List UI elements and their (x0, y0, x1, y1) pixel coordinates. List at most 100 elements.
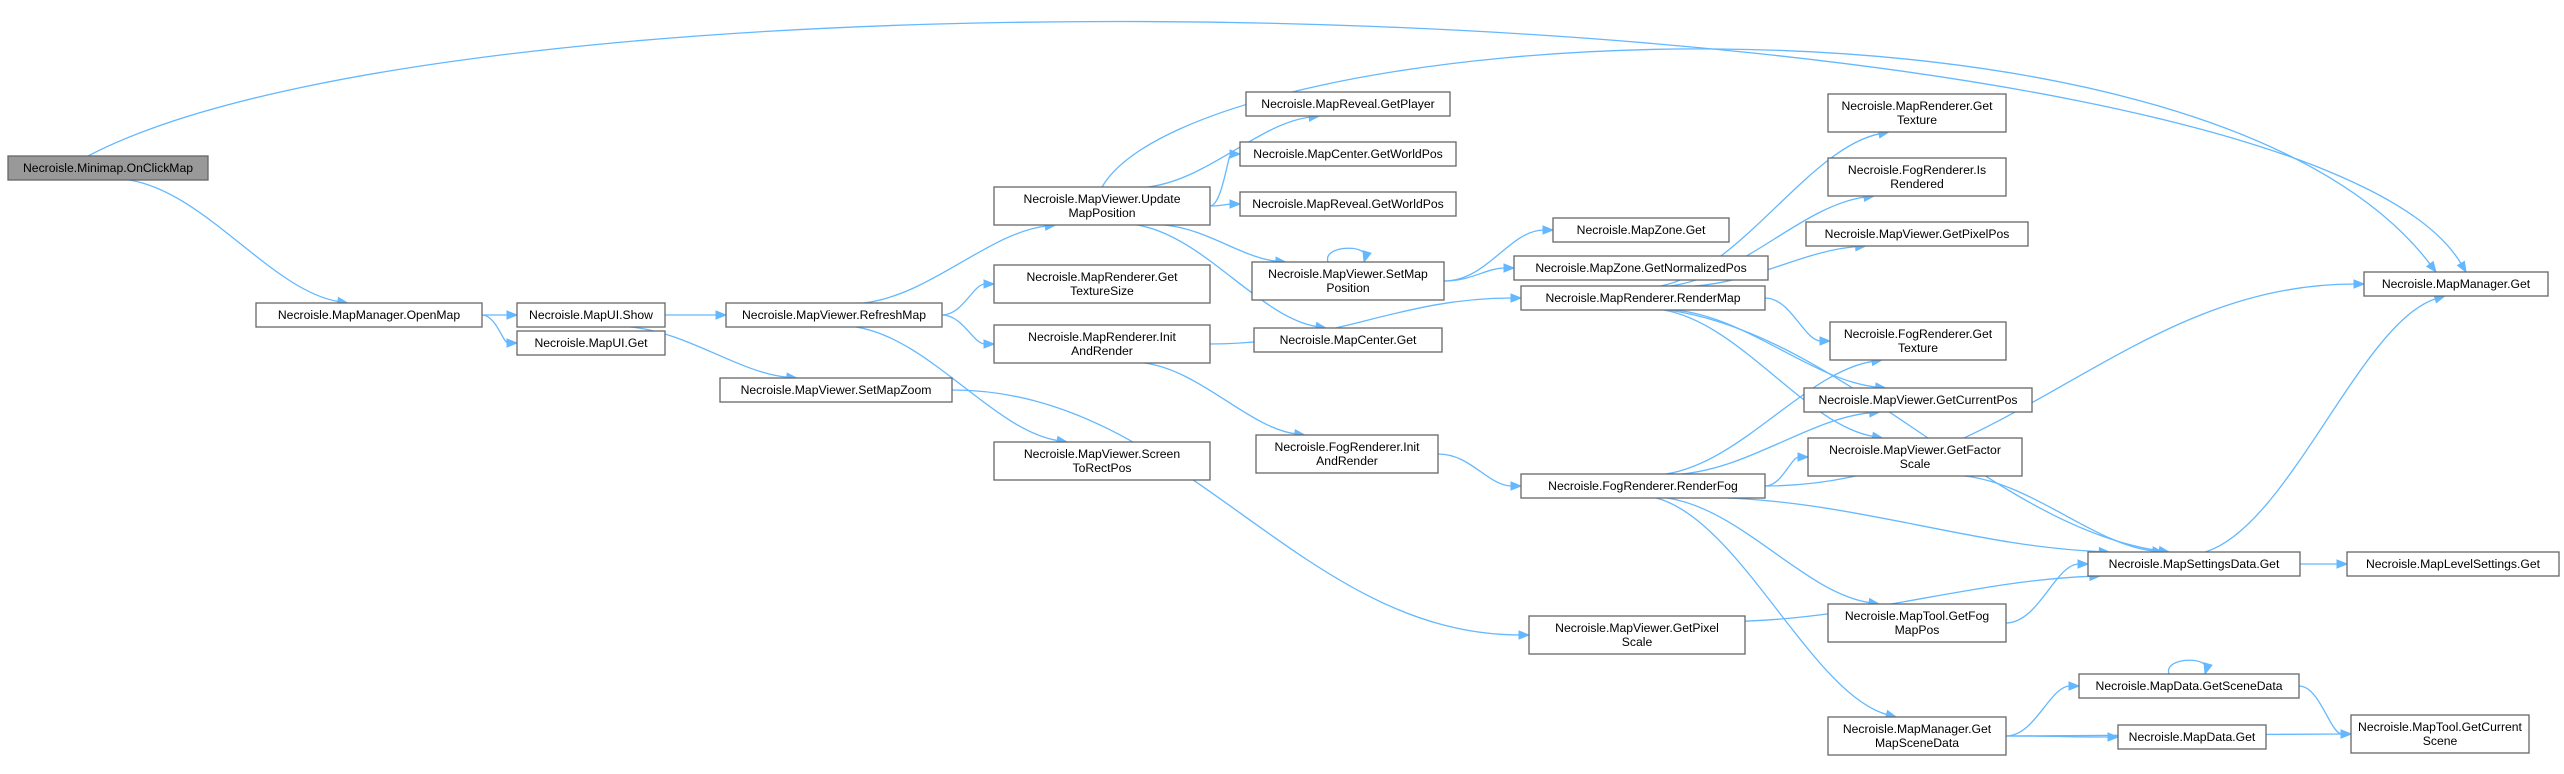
edge-line (1694, 245, 1857, 287)
edge-n19-to-n27 (1666, 497, 1881, 608)
node-necroisle-mapviewer-getcurrentpos[interactable]: Necroisle.MapViewer.GetCurrentPos (1803, 387, 2033, 413)
node-label: Necroisle.MapData.Get (2129, 730, 2256, 744)
edge-n4-to-n8 (941, 314, 996, 349)
node-box (2350, 714, 2530, 754)
edge-n1-to-n3 (481, 314, 519, 348)
node-label: Necroisle.Minimap.OnClickMap (23, 161, 193, 175)
edge-n30-to-n31 (2299, 559, 2349, 569)
edge-line (1727, 497, 2101, 553)
node-box (2346, 551, 2560, 577)
node-label: Necroisle.MapRenderer.Get (1026, 270, 1178, 284)
node-necroisle-mapdata-getscenedata[interactable]: Necroisle.MapData.GetSceneData (2078, 673, 2300, 699)
node-necroisle-mapzone-getnormalizedpos[interactable]: Necroisle.MapZone.GetNormalizedPos (1513, 255, 1769, 281)
node-necroisle-mapcenter-getworldpos[interactable]: Necroisle.MapCenter.GetWorldPos (1239, 141, 1457, 167)
edge-arrowhead (506, 338, 519, 348)
node-box (1528, 615, 1746, 655)
node-label: Necroisle.MapViewer.SetMapZoom (741, 383, 932, 397)
edge-line (129, 179, 339, 303)
node-label: Necroisle.MapLevelSettings.Get (2366, 557, 2541, 571)
node-necroisle-mapcenter-get[interactable]: Necroisle.MapCenter.Get (1253, 327, 1443, 353)
node-label: Rendered (1890, 177, 1944, 191)
edge-n32-to-n34 (2298, 685, 2353, 739)
node-label: Necroisle.MapRenderer.Get (1841, 99, 1993, 113)
node-label: Texture (1898, 341, 1938, 355)
edge-line (2005, 563, 2080, 624)
node-box (2363, 271, 2549, 297)
node-label: Necroisle.FogRenderer.RenderFog (1548, 479, 1738, 493)
node-label: AndRender (1316, 454, 1378, 468)
node-label: Necroisle.MapViewer.Update (1024, 192, 1181, 206)
edge-line (951, 389, 1521, 636)
edge-line (1667, 309, 2161, 552)
edge-arrowhead (2425, 260, 2437, 274)
edge-arrowhead (1362, 250, 1372, 264)
node-necroisle-mapdata-get[interactable]: Necroisle.MapData.Get (2117, 724, 2267, 750)
node-label: Necroisle.MapUI.Get (534, 336, 648, 350)
edge-line (1656, 497, 1888, 716)
edge-arrowhead (1542, 225, 1555, 235)
node-label: Necroisle.FogRenderer.Init (1275, 440, 1421, 454)
node-necroisle-maprenderer-rendermap[interactable]: Necroisle.MapRenderer.RenderMap (1520, 285, 1766, 311)
node-necroisle-mapviewer-getpixelpos[interactable]: Necroisle.MapViewer.GetPixelPos (1805, 221, 2029, 247)
node-necroisle-mapviewer-setmapzoom[interactable]: Necroisle.MapViewer.SetMapZoom (719, 377, 953, 403)
node-necroisle-maplevelsettings-get[interactable]: Necroisle.MapLevelSettings.Get (2346, 551, 2560, 577)
node-box (1827, 716, 2007, 756)
node-label: Necroisle.MapViewer.GetFactor (1829, 443, 2001, 457)
edge-n26-to-n30 (1964, 475, 2165, 556)
node-label: Necroisle.MapManager.Get (1843, 722, 1992, 736)
node-label: Necroisle.MapViewer.RefreshMap (742, 308, 926, 322)
node-box (2078, 673, 2300, 699)
node-label: TextureSize (1070, 284, 1134, 298)
node-necroisle-mapui-show[interactable]: Necroisle.MapUI.Show (516, 302, 666, 328)
node-box (2117, 724, 2267, 750)
node-label: Scene (2423, 734, 2458, 748)
node-necroisle-mapmanager-openmap[interactable]: Necroisle.MapManager.OpenMap (255, 302, 483, 328)
edge-n15-to-n19 (1437, 453, 1523, 491)
edge-arrowhead (1819, 336, 1832, 346)
node-necroisle-mapzone-get[interactable]: Necroisle.MapZone.Get (1552, 217, 1730, 243)
edge-line (2298, 685, 2343, 735)
node-box (725, 302, 943, 328)
node-necroisle-mapreveal-getplayer[interactable]: Necroisle.MapReveal.GetPlayer (1245, 91, 1451, 117)
node-necroisle-fogrenderer-renderfog[interactable]: Necroisle.FogRenderer.RenderFog (1520, 473, 1766, 499)
node-necroisle-minimap-onclickmap[interactable]: Necroisle.Minimap.OnClickMap (7, 155, 209, 181)
node-label: MapSceneData (1875, 736, 1959, 750)
edge-n6-to-n13 (1164, 224, 1288, 266)
node-label: Necroisle.MapCenter.GetWorldPos (1253, 147, 1442, 161)
node-box (1827, 93, 2007, 133)
edge-line (2005, 685, 2071, 737)
node-necroisle-mapviewer-refreshmap[interactable]: Necroisle.MapViewer.RefreshMap (725, 302, 943, 328)
node-necroisle-mapui-get[interactable]: Necroisle.MapUI.Get (516, 330, 666, 356)
node-label: Necroisle.MapViewer.GetPixelPos (1825, 227, 2010, 241)
edge-line (855, 326, 1059, 442)
edge-arrowhead (1503, 263, 1516, 273)
edge-n27-to-n30 (2005, 559, 2090, 624)
call-graph-nodes: Necroisle.Minimap.OnClickMapNecroisle.Ma… (7, 91, 2560, 756)
edge-line (1164, 224, 1277, 262)
edge-line (1663, 309, 1874, 438)
node-necroisle-mapreveal-getworldpos[interactable]: Necroisle.MapReveal.GetWorldPos (1239, 191, 1457, 217)
edge-line (1136, 224, 1318, 328)
node-label: ToRectPos (1073, 461, 1132, 475)
node-label: Texture (1897, 113, 1937, 127)
edge-line (1437, 453, 1513, 487)
node-necroisle-mapsettingsdata-get[interactable]: Necroisle.MapSettingsData.Get (2087, 551, 2301, 577)
node-label: MapPos (1895, 623, 1940, 637)
node-necroisle-mapmanager-get[interactable]: Necroisle.MapManager.Get (2363, 271, 2549, 297)
edge-arrowhead (2353, 279, 2366, 289)
edge-n0-to-n1 (129, 179, 350, 307)
